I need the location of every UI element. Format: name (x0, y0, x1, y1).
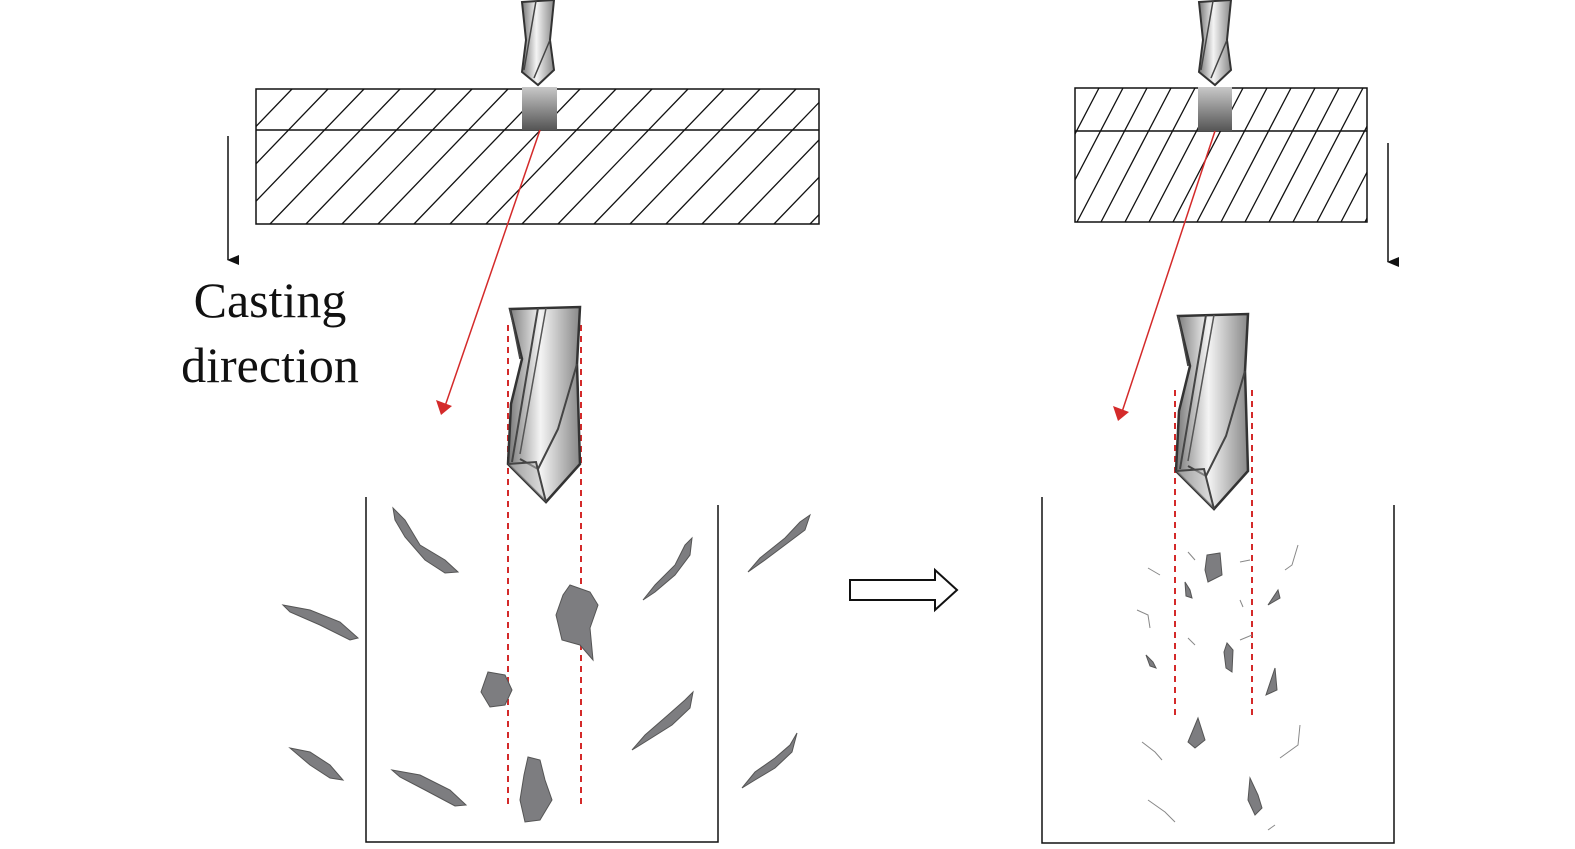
hatch-line (341, 89, 473, 224)
hatch-line (1268, 88, 1340, 222)
hatch-line (593, 89, 725, 224)
drilled-hole-right (1198, 87, 1232, 131)
hatch-line (377, 89, 509, 224)
drill-large-icon-right (1174, 312, 1250, 511)
workpiece-block-left (255, 87, 1048, 225)
hatch-line (1292, 88, 1364, 222)
large-pores (281, 506, 811, 823)
drill-large-icon-left (506, 305, 582, 504)
hatch-line (449, 89, 581, 224)
hatch-line (882, 89, 1012, 224)
hatch-line (557, 89, 689, 224)
hatch-line (1316, 124, 1367, 222)
casting-label-line1: Casting (193, 272, 347, 328)
workpiece-block-right (1074, 87, 1483, 223)
drill-small-icon-right (1198, 0, 1232, 86)
hatch-line (1075, 88, 1076, 90)
hatch-line (1100, 88, 1172, 222)
drilled-hole-left (522, 87, 557, 130)
hatch-line (305, 89, 437, 224)
hatch-line (665, 89, 797, 224)
drill-small-icon-left (521, 0, 555, 86)
hatch-line (629, 89, 761, 224)
hatch-line (1340, 170, 1367, 222)
casting-direction-label: Casting direction (150, 268, 390, 398)
hatch-line (918, 89, 1048, 224)
hatch-line (256, 89, 365, 203)
hatch-line (1364, 216, 1367, 222)
hatch-line (1220, 88, 1292, 222)
hatch-line (809, 213, 819, 224)
hatch-line (485, 89, 617, 224)
small-pores (1145, 552, 1281, 816)
container-right (1041, 497, 1395, 844)
hatch-line (256, 89, 293, 128)
hatch-line (1076, 88, 1148, 222)
hatch-line (1075, 88, 1100, 136)
hatch-line (1075, 88, 1124, 182)
hatch-line (1413, 88, 1483, 222)
micro-cracks (1136, 544, 1301, 831)
hatch-line (846, 89, 976, 224)
hatch-line (1196, 88, 1268, 222)
hatch-line (521, 89, 653, 224)
hatch-line (256, 89, 329, 165)
hatch-line (256, 89, 257, 90)
zoom-guide-line-right (1119, 130, 1216, 419)
transition-arrow-icon (849, 567, 959, 613)
hatch-line (1124, 88, 1196, 222)
zoom-guide-line-left (442, 129, 541, 413)
casting-label-line2: direction (181, 337, 359, 393)
hatch-line (1389, 88, 1459, 222)
container-left (365, 497, 719, 843)
hatch-line (773, 176, 819, 224)
hatch-line (1244, 88, 1316, 222)
hatch-line (269, 89, 401, 224)
hatch-line (701, 101, 819, 224)
hatch-line (737, 138, 819, 224)
